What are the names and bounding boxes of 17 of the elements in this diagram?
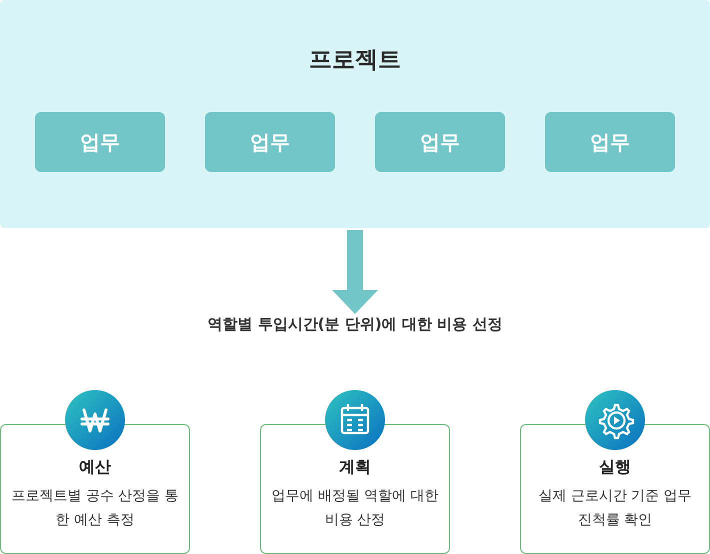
card-title: 계획 bbox=[338, 457, 372, 478]
card-description: 업무에 배정될 역할에 대한 비용 산정 bbox=[270, 487, 440, 530]
task-box: 업무 bbox=[205, 112, 335, 172]
card-description: 실제 근로시간 기준 업무 진척률 확인 bbox=[537, 487, 693, 530]
project-panel bbox=[0, 0, 710, 228]
arrow bbox=[332, 230, 378, 314]
task-box: 업무 bbox=[375, 112, 505, 172]
panel-title: 프로젝트 bbox=[308, 46, 402, 75]
feature-card bbox=[0, 424, 190, 554]
task-box: 업무 bbox=[545, 112, 675, 172]
step-text: 역할별 투입시간(분 단위)에 대한 비용 선정 bbox=[150, 314, 560, 344]
feature-card bbox=[260, 424, 450, 554]
card-description: 프로젝트별 공수 산정을 통한 예산 측정 bbox=[10, 487, 180, 530]
card-title: 실행 bbox=[598, 457, 632, 478]
task-box: 업무 bbox=[35, 112, 165, 172]
feature-card bbox=[520, 424, 710, 554]
card-title: 예산 bbox=[78, 457, 112, 478]
